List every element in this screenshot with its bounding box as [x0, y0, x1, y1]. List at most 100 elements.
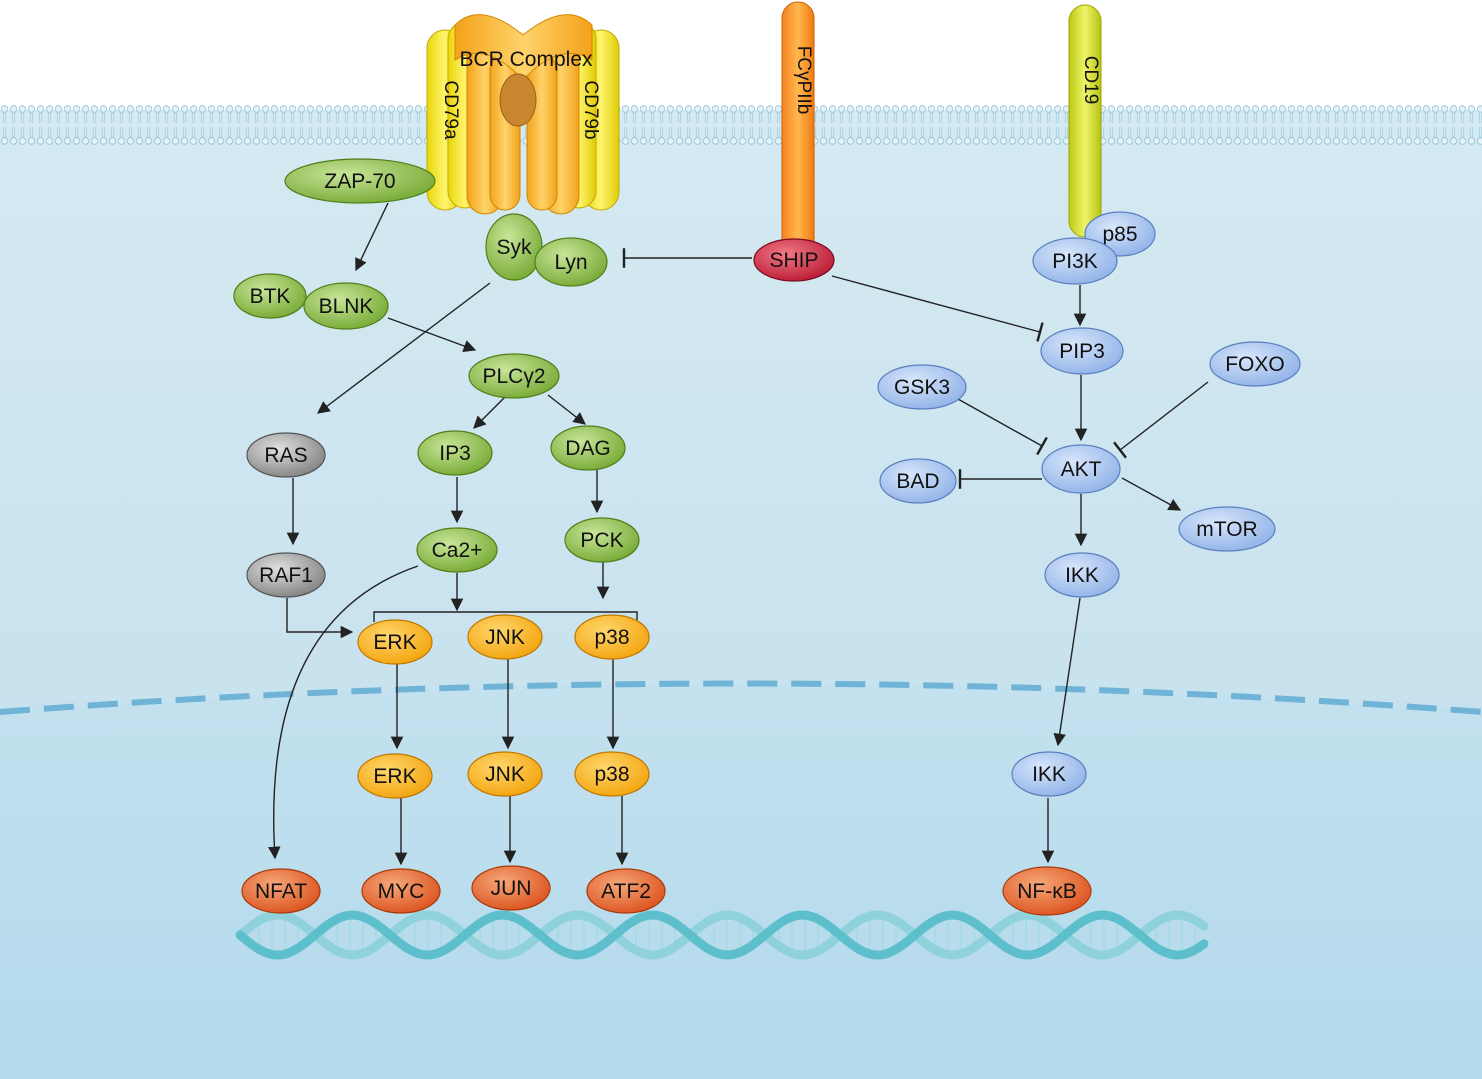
node-erk-nuc: ERK	[357, 753, 433, 799]
node-blnk: BLNK	[303, 282, 389, 330]
node-foxo-label: FOXO	[1225, 353, 1285, 376]
node-dag-label: DAG	[565, 437, 611, 460]
node-atf2-shape	[586, 868, 666, 914]
node-ca2-label: Ca2+	[432, 539, 483, 562]
node-ship: SHIP	[753, 238, 835, 282]
node-ca2: Ca2+	[416, 527, 498, 573]
node-lyn: Lyn	[534, 237, 608, 287]
node-mtor-shape	[1178, 506, 1276, 552]
node-nfkb: NF-κB	[1002, 866, 1092, 916]
node-jun-label: JUN	[491, 877, 532, 900]
cell-membrane	[0, 104, 1482, 146]
node-erk-nuc-label: ERK	[373, 765, 416, 788]
edge-zap70-to-blnk	[355, 202, 389, 272]
node-myc-label: MYC	[378, 880, 425, 903]
node-dag-shape	[550, 425, 626, 471]
node-pi3k: PI3K	[1032, 237, 1118, 285]
node-ca2-shape	[416, 527, 498, 573]
node-akt-shape	[1041, 444, 1121, 494]
fcgr-label: FCγPIIb	[793, 46, 814, 115]
node-mtor-label: mTOR	[1196, 518, 1257, 541]
edge-ikk-translocation	[1053, 597, 1081, 747]
dna-strand-back	[235, 910, 1209, 960]
node-gsk3-shape	[877, 364, 967, 410]
node-raf1-label: RAF1	[259, 564, 313, 587]
extracellular-space	[0, 0, 1482, 110]
node-erk-cyto-shape	[357, 619, 433, 665]
node-btk-shape	[233, 273, 307, 319]
edge-ship-inhibits-pip3	[831, 275, 1044, 342]
node-jnk-cyto: JNK	[467, 614, 543, 660]
node-raf1: RAF1	[246, 552, 326, 598]
node-jnk-nuc-shape	[467, 751, 543, 797]
node-p38-nuc: p38	[574, 751, 650, 797]
node-bad-label: BAD	[896, 470, 939, 493]
cd79a-label: CD79a	[440, 80, 461, 140]
edge-syk-to-ras	[316, 282, 491, 414]
node-p38-nuc-label: p38	[594, 763, 629, 786]
edge-raf1-to-erk	[286, 598, 354, 639]
node-dag: DAG	[550, 425, 626, 471]
node-erk-nuc-shape	[357, 753, 433, 799]
node-lyn-label: Lyn	[554, 251, 587, 274]
node-plcg2-label: PLCγ2	[482, 365, 545, 388]
node-akt: AKT	[1041, 444, 1121, 494]
node-raf1-shape	[246, 552, 326, 598]
node-mtor: mTOR	[1178, 506, 1276, 552]
node-ship-label: SHIP	[769, 249, 818, 272]
edge-blnk-to-plcg2	[387, 317, 477, 352]
node-pck-shape	[564, 517, 640, 563]
node-p38-cyto-shape	[574, 614, 650, 660]
edge-mapk-bracket	[373, 611, 638, 622]
node-blnk-label: BLNK	[319, 295, 374, 318]
node-bad: BAD	[879, 458, 957, 504]
node-jnk-cyto-shape	[467, 614, 543, 660]
node-gsk3: GSK3	[877, 364, 967, 410]
node-pck-label: PCK	[580, 529, 623, 552]
node-ship-shape	[753, 238, 835, 282]
node-p38-cyto: p38	[574, 614, 650, 660]
edge-akt-to-mtor	[1121, 477, 1182, 511]
node-plcg2-shape	[468, 353, 560, 399]
node-zap70-label: ZAP-70	[324, 170, 395, 193]
node-foxo: FOXO	[1209, 341, 1301, 387]
node-lyn-shape	[534, 237, 608, 287]
node-myc: MYC	[361, 868, 441, 914]
node-ikk-cyto-label: IKK	[1065, 564, 1099, 587]
node-nfat-shape	[241, 868, 321, 914]
edge-plcg2-to-ip3	[473, 396, 506, 429]
node-nfkb-label: NF-κB	[1017, 880, 1077, 903]
edge-ca2-to-nfat	[268, 565, 419, 860]
node-ras-label: RAS	[264, 444, 307, 467]
node-ikk-nuc-shape	[1011, 751, 1087, 797]
node-zap70-shape	[284, 158, 436, 204]
nuclear-membrane	[0, 680, 1482, 715]
node-syk-label: Syk	[496, 236, 532, 259]
dna-strand-front	[235, 910, 1209, 960]
node-plcg2: PLCγ2	[468, 353, 560, 399]
node-jnk-nuc: JNK	[467, 751, 543, 797]
edge-gsk3-inhibits-akt	[957, 398, 1048, 456]
node-jnk-cyto-label: JNK	[485, 626, 525, 649]
node-erk-cyto-label: ERK	[373, 631, 416, 654]
node-gsk3-label: GSK3	[894, 376, 950, 399]
node-p38-nuc-shape	[574, 751, 650, 797]
edge-plcg2-to-dag	[547, 394, 586, 425]
node-jun-shape	[471, 865, 551, 911]
node-atf2-label: ATF2	[601, 880, 651, 903]
bcr-complex	[426, 14, 620, 215]
node-ras: RAS	[246, 432, 326, 478]
cd19-label: CD19	[1080, 56, 1101, 105]
node-nfat-label: NFAT	[255, 880, 307, 903]
dna-helix	[235, 910, 1209, 960]
node-jun: JUN	[471, 865, 551, 911]
node-p85-label: p85	[1102, 223, 1137, 246]
node-zap70: ZAP-70	[284, 158, 436, 204]
node-pip3: PIP3	[1040, 327, 1124, 375]
node-foxo-shape	[1209, 341, 1301, 387]
node-nfat: NFAT	[241, 868, 321, 914]
nucleus	[0, 683, 1482, 1079]
node-ikk-nuc: IKK	[1011, 751, 1087, 797]
node-jnk-nuc-label: JNK	[485, 763, 525, 786]
